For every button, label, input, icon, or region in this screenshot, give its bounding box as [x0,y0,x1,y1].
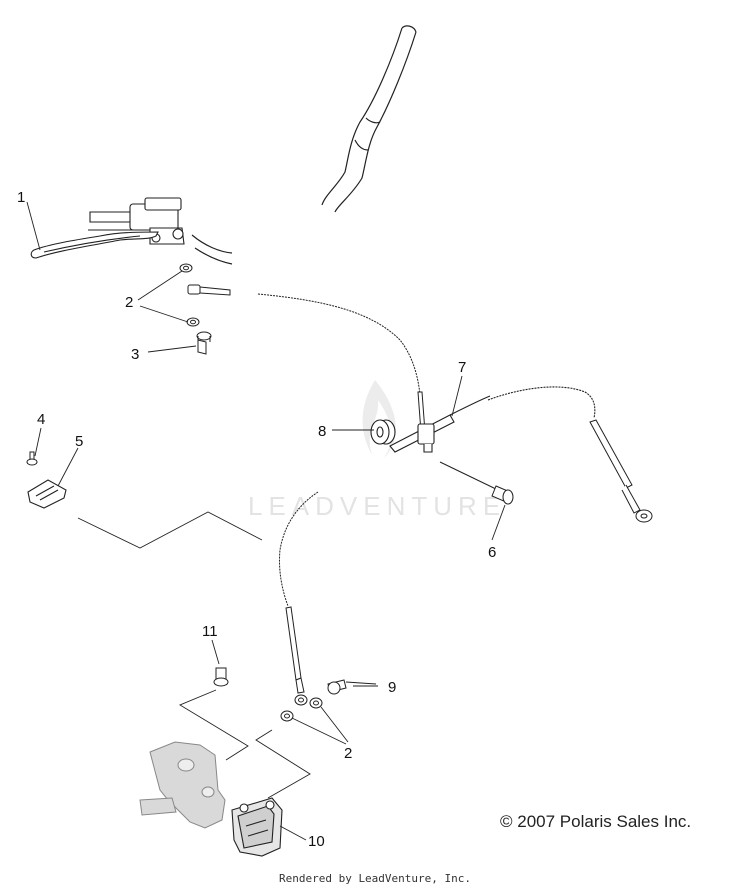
brake-line-splitter [389,386,596,453]
handlebar [191,25,417,265]
washers-upper [179,263,231,327]
screw [26,451,38,466]
callout-5: 5 [75,433,83,450]
callout-8: 8 [318,423,326,440]
brake-caliper [231,797,283,857]
leadventure-watermark: LEADVENTURE [248,380,506,521]
splitter-bolt [439,461,514,505]
banjo-bolt [196,331,212,355]
callout-1: 1 [17,189,25,206]
callout-3: 3 [131,346,139,363]
brake-line-upper [257,293,426,433]
rendered-by-text: Rendered by LeadVenture, Inc. [278,872,472,885]
grommet [370,419,396,445]
caliper-bolt [213,667,229,687]
callout-7: 7 [458,359,466,376]
brake-line-lower [279,491,319,706]
callout-11: 11 [202,623,218,640]
callout-9: 9 [388,679,396,696]
brake-line-right [589,419,653,523]
callout-2-lower: 2 [344,745,352,762]
callout-4: 4 [37,411,45,428]
callout-10: 10 [308,833,325,850]
callout-2-upper: 2 [125,294,133,311]
watermark-text: LEADVENTURE [248,491,506,521]
callout-labels: 1 2 3 4 5 6 7 8 9 2 10 11 [17,189,496,850]
master-cylinder-lever [30,197,185,259]
copyright-text: © 2007 Polaris Sales Inc. [500,812,692,831]
washers-lower [280,697,323,722]
line-clip [27,479,67,509]
callout-6: 6 [488,544,496,561]
steering-knuckle [139,741,226,829]
leader-lines [26,201,506,841]
banjo-bolt-lower [327,679,377,695]
